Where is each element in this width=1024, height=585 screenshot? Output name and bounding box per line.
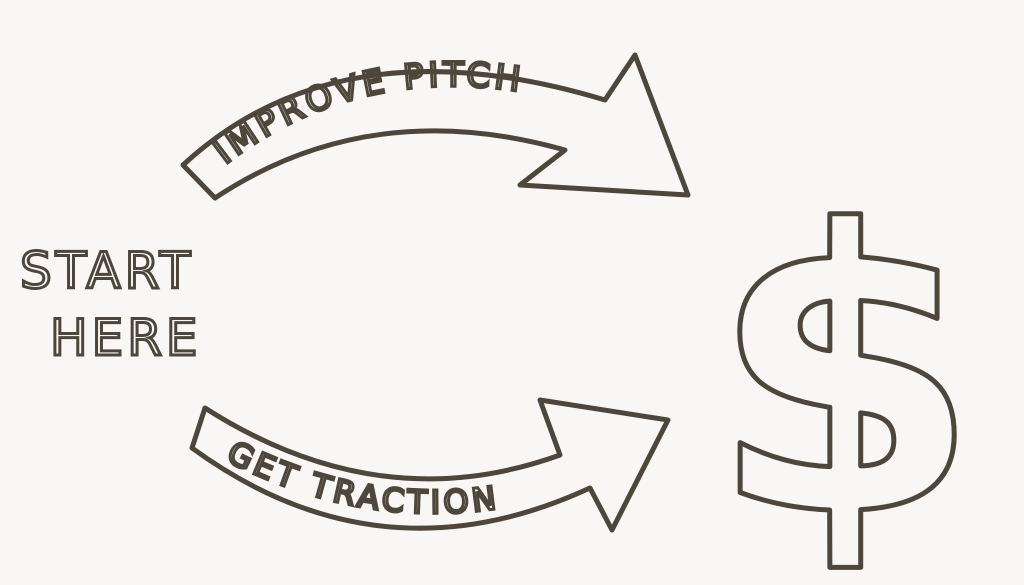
dollar-sign: $ [709,148,980,585]
start-label-line2: HERE [50,309,202,367]
top-arrow-shape [180,52,691,201]
start-label-line1: START [20,242,194,300]
top-arrow-label-text: IMPROVE PITCH [205,54,524,174]
bottom-arrow-shape [189,397,671,533]
top-arrow-label: IMPROVE PITCH [206,55,526,172]
